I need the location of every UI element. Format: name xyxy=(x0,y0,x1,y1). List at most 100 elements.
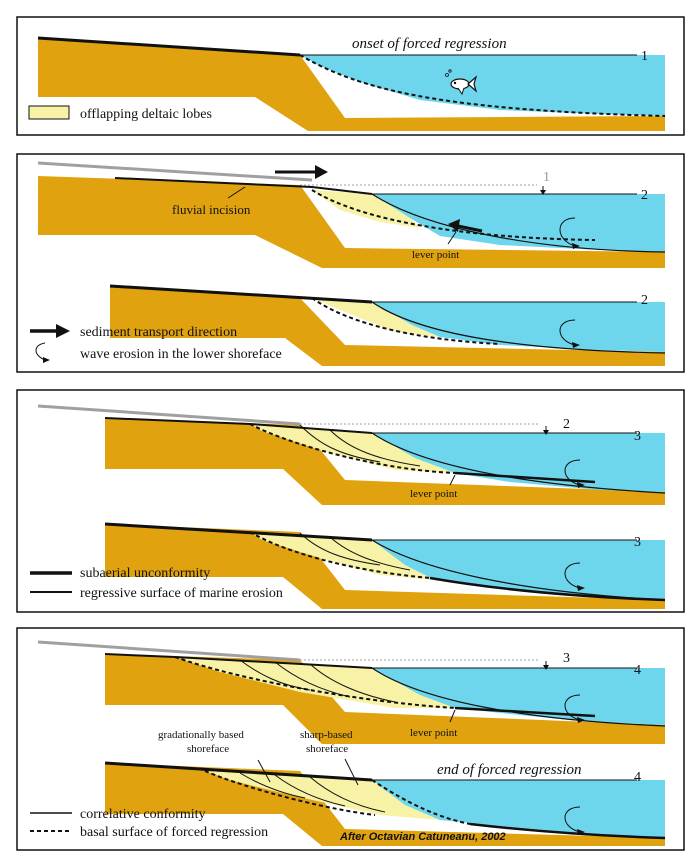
fluvial-label: fluvial incision xyxy=(172,202,251,217)
lobe-boundary xyxy=(299,424,381,463)
fluvial-incision-surface xyxy=(114,177,373,195)
shoreface-profile xyxy=(371,193,666,253)
land-surface xyxy=(104,761,373,782)
wave-erosion-icon xyxy=(564,694,581,721)
wave-erosion-icon xyxy=(564,562,581,589)
deltaic-lobes xyxy=(205,771,440,820)
old-land-surface xyxy=(37,161,313,182)
sediment-body xyxy=(110,286,665,366)
deltaic-lobes xyxy=(250,532,435,580)
sea-water xyxy=(372,780,665,838)
regressive-surface xyxy=(429,576,666,602)
lobe-boundary xyxy=(239,659,311,691)
deltaic-lobe xyxy=(312,298,440,337)
regressive-surface xyxy=(469,822,666,840)
old-stage-number: 3 xyxy=(563,651,570,666)
gradational-pointer xyxy=(257,759,271,783)
lever-pointer xyxy=(449,474,456,486)
lever-label: lever point xyxy=(410,727,457,739)
shoreface-profile xyxy=(371,539,666,601)
fish-icon xyxy=(445,69,478,96)
panel-4: lever point 3 4 gradationally based shor… xyxy=(16,627,685,851)
legend-cc: correlative conformity xyxy=(80,807,206,822)
legend-subaerial: subaerial unconformity xyxy=(80,566,210,581)
sharp-label-2: shoreface xyxy=(306,743,348,755)
legend-lobes: offlapping deltaic lobes xyxy=(80,107,212,122)
stage-number: 2 xyxy=(641,293,648,308)
land-surface xyxy=(37,36,301,57)
lobe-boundary xyxy=(309,663,396,703)
deltaic-lobes xyxy=(250,424,455,473)
basal-surface-dashed xyxy=(311,297,501,345)
legend-swatch-lobes xyxy=(28,105,70,120)
stage-number: 2 xyxy=(641,188,648,203)
shoreface-profile xyxy=(371,301,666,354)
legend-bsfr: basal surface of forced regression xyxy=(80,825,268,840)
land-surface xyxy=(109,284,373,304)
wave-erosion-icon xyxy=(559,217,576,247)
credit: After Octavian Catuneanu, 2002 xyxy=(339,831,506,843)
sea-water xyxy=(372,433,665,492)
basal-surface-dashed xyxy=(249,423,456,474)
basal-surface-dashed xyxy=(174,656,456,709)
sharp-label-1: sharp-based xyxy=(300,729,353,741)
lobe-boundary xyxy=(329,536,411,571)
gradational-label-1: gradationally based xyxy=(158,729,244,741)
legend-wave: wave erosion in the lower shoreface xyxy=(80,347,282,362)
basal-surface-dashed xyxy=(371,779,471,825)
shoreface-profile xyxy=(371,432,666,494)
old-land-surface xyxy=(37,640,301,662)
lever-label: lever point xyxy=(412,249,459,261)
sea-water xyxy=(372,194,665,252)
old-stage-number: 2 xyxy=(563,417,570,432)
sediment-body xyxy=(105,418,665,505)
backflow-arrow-head xyxy=(448,219,460,232)
sea-water xyxy=(372,540,665,600)
stage-number: 4 xyxy=(634,770,641,785)
sea-water xyxy=(372,668,665,725)
basal-surface-dashed xyxy=(311,189,596,241)
sea-water xyxy=(372,302,665,352)
fluvial-pointer xyxy=(227,186,246,199)
wave-erosion-icon xyxy=(559,319,576,346)
end-title: end of forced regression xyxy=(437,762,582,778)
deltaic-lobes xyxy=(175,657,455,708)
sediment-body xyxy=(38,38,665,131)
sediment-body xyxy=(105,524,665,609)
gradational-label-2: shoreface xyxy=(187,743,229,755)
stage-number: 3 xyxy=(634,429,641,444)
panel-1-title: onset of forced regression xyxy=(352,36,507,52)
sea-water xyxy=(300,55,665,116)
regressive-surface xyxy=(454,471,596,484)
shoreface-profile xyxy=(371,667,666,727)
transport-arrow-head xyxy=(315,165,328,179)
panel-1: onset of forced regression 1 offlapping … xyxy=(16,16,685,136)
sediment-body xyxy=(38,176,665,268)
regressive-surface xyxy=(454,706,596,718)
wave-erosion-icon xyxy=(564,806,581,833)
stage-number: 3 xyxy=(634,535,641,550)
stage-number: 1 xyxy=(641,49,648,64)
lobe-boundary xyxy=(274,774,346,807)
basal-surface-dashed xyxy=(299,54,666,117)
lobe-boundary xyxy=(309,776,386,813)
lobe-boundary xyxy=(299,532,381,566)
panel-3: lever point 2 3 3 subaerial unconformity… xyxy=(16,389,685,613)
old-stage-number: 1 xyxy=(543,170,550,185)
basal-surface-dashed xyxy=(249,531,431,579)
land-surface xyxy=(104,522,373,542)
backflow-arrow xyxy=(457,224,483,233)
legend-transport: sediment transport direction xyxy=(80,325,237,340)
stage-number: 4 xyxy=(634,663,641,678)
legend-rsme: regressive surface of marine erosion xyxy=(80,586,283,601)
deltaic-lobe xyxy=(312,190,420,228)
lobe-boundary xyxy=(274,661,351,698)
legend-wave-icon xyxy=(35,342,46,361)
lobe-boundary xyxy=(329,429,421,467)
lobe-boundary xyxy=(239,772,306,799)
panel-2: fluvial incision lever point 1 2 2 sedim… xyxy=(16,153,685,373)
lever-label: lever point xyxy=(410,488,457,500)
lever-pointer xyxy=(449,709,456,723)
lever-pointer xyxy=(447,231,457,245)
